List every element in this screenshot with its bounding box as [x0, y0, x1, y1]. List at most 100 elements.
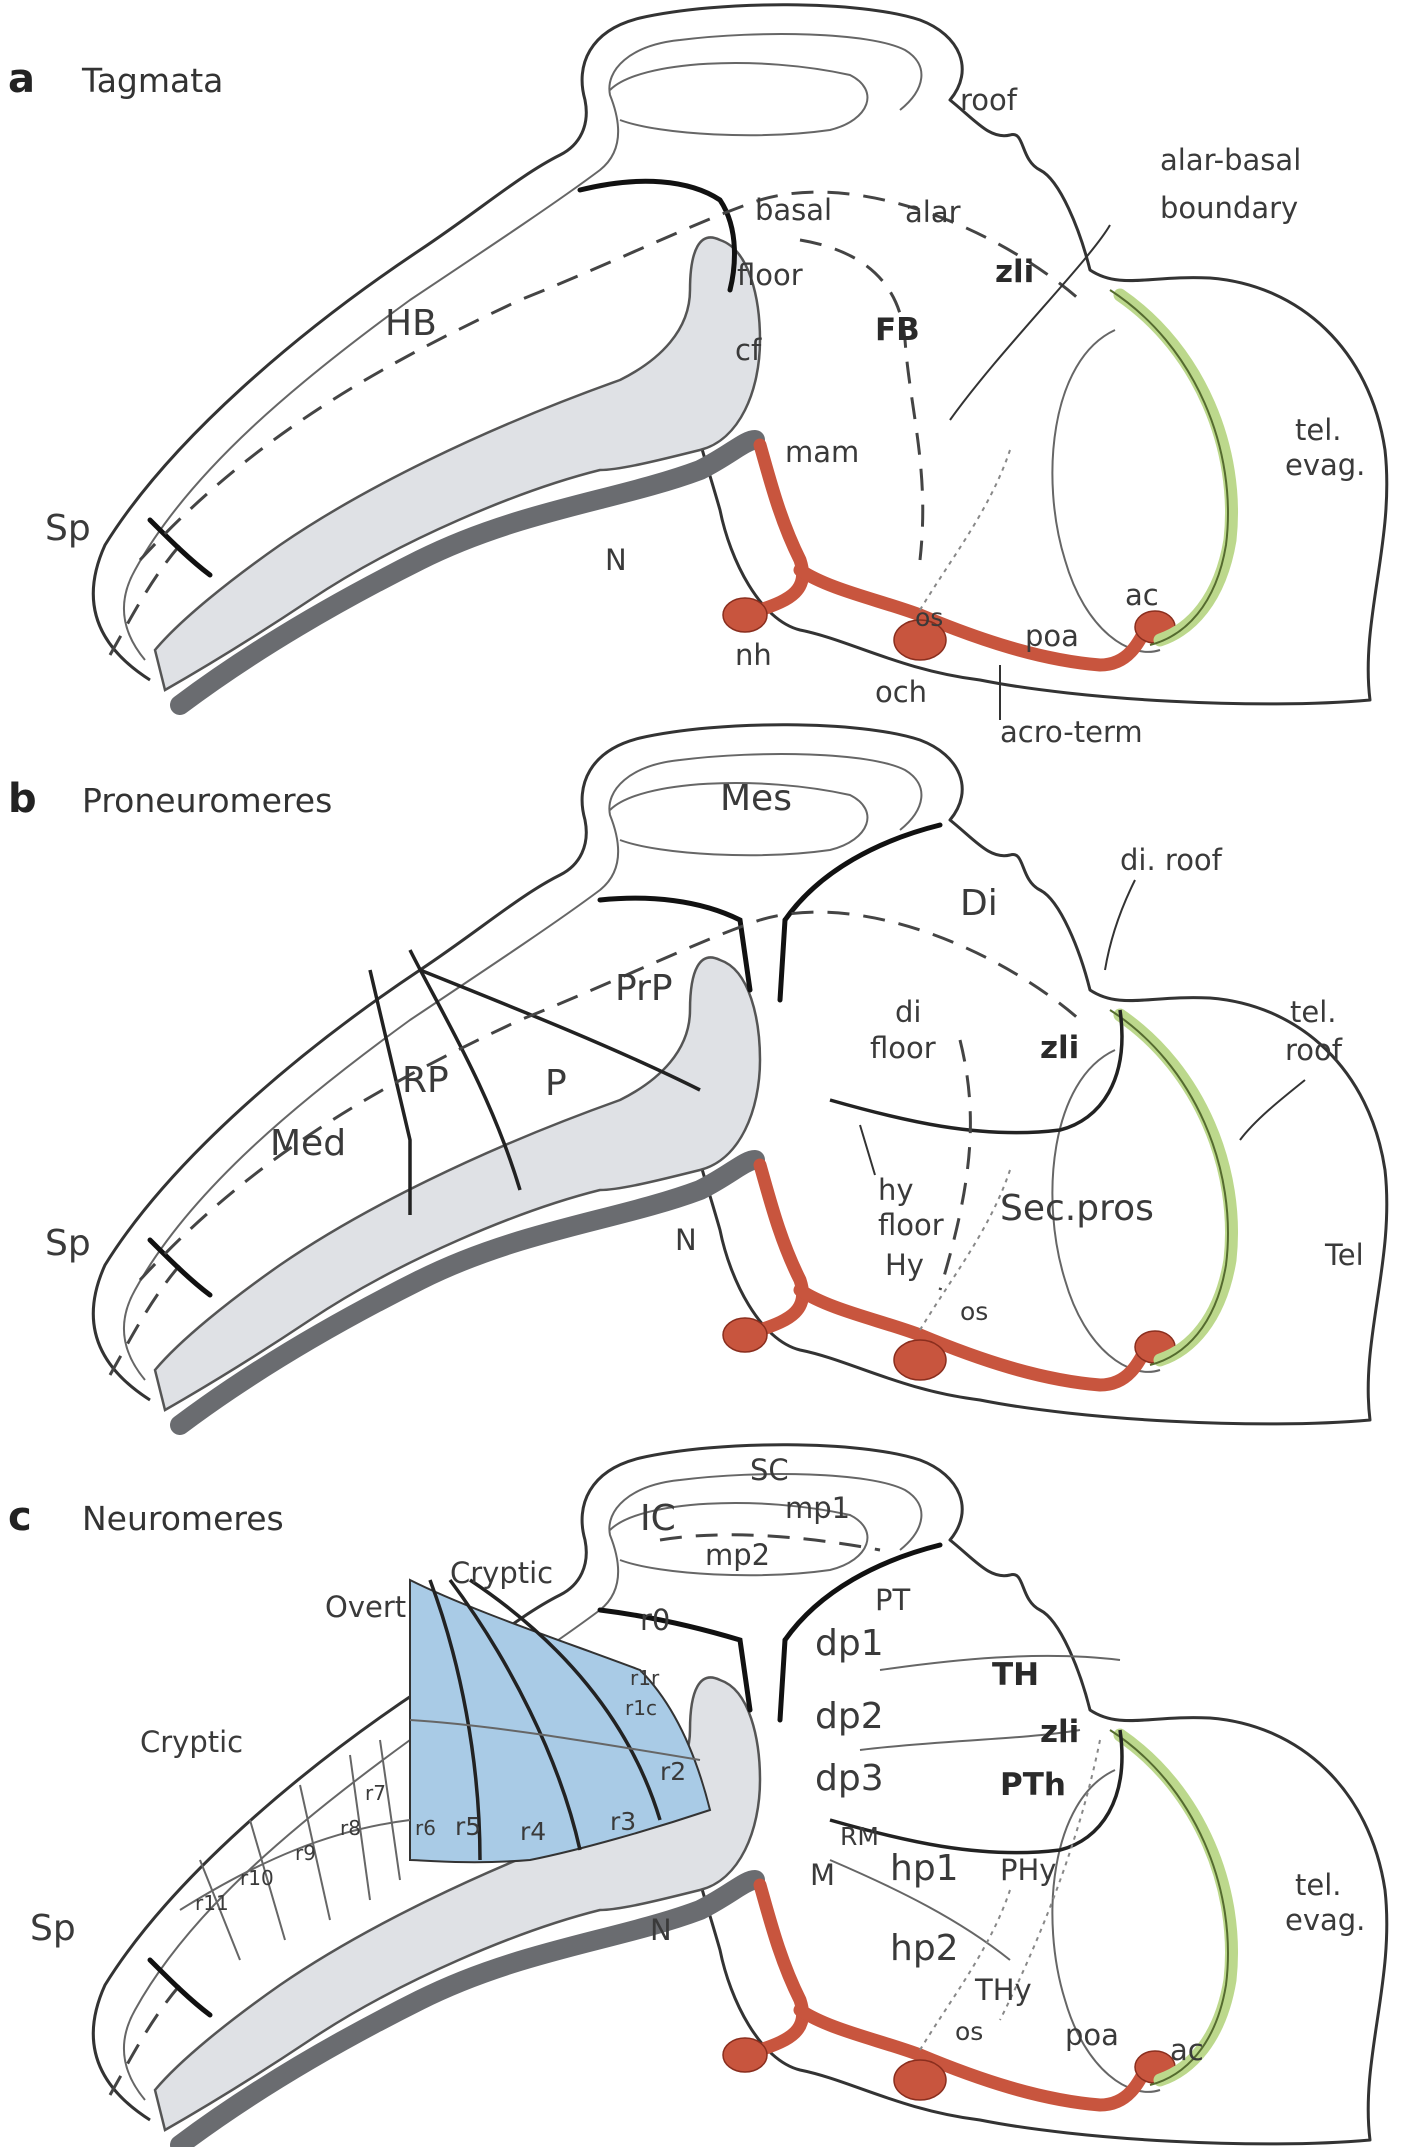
r8-boundary — [349, 1754, 371, 1901]
dp1-dp2-boundary — [879, 1654, 1121, 1671]
rp-boundary — [368, 969, 412, 1215]
label-di-floor2: floor — [870, 1031, 936, 1065]
sp-boundary — [147, 517, 213, 578]
label-r2: r2 — [660, 1757, 686, 1786]
label-zli: zli — [1040, 1714, 1079, 1750]
label-hp1: hp1 — [890, 1848, 959, 1889]
label-cryptic-top: Cryptic — [450, 1556, 553, 1590]
label-os: os — [915, 603, 943, 632]
alar-basal-dash — [138, 910, 1081, 1282]
mes-di-boundary — [782, 1542, 943, 1643]
panel-c-letter: c — [8, 1494, 32, 1540]
label-di: Di — [960, 883, 998, 924]
label-evag: evag. — [1285, 1903, 1365, 1937]
label-os: os — [955, 2017, 983, 2046]
cryptic-alar-basal — [179, 1819, 411, 1911]
isthmus-boundary — [777, 917, 788, 1003]
label-fb: FB — [875, 312, 920, 348]
label-dp1: dp1 — [815, 1623, 884, 1664]
label-th: TH — [992, 1657, 1039, 1693]
label-med: Med — [270, 1123, 346, 1164]
hp1-hp2-boundary — [829, 1859, 1011, 1961]
mes-boundary-left — [597, 895, 753, 993]
zli-dash — [799, 238, 925, 561]
tel-roof-leader — [1239, 1079, 1306, 1141]
hy-floor-leader — [859, 1124, 876, 1176]
label-hy: Hy — [885, 1248, 924, 1282]
panel-a-letter: a — [8, 56, 35, 102]
label-acro-term: acro-term — [1000, 715, 1143, 749]
sp-boundary — [147, 1957, 213, 2018]
panel-c: c Neuromeres SC mp1 IC mp2 Cryptic PT Ov… — [8, 1445, 1387, 2145]
label-p: P — [545, 1063, 567, 1104]
alar-basal-dash — [138, 190, 1081, 562]
mes-di-boundary — [782, 822, 943, 923]
label-boundary: boundary — [1160, 191, 1298, 225]
panel-a-title: Tagmata — [81, 61, 223, 100]
r-alar-basal — [409, 1719, 701, 1761]
os-dotted — [919, 1889, 1011, 2051]
label-och: och — [875, 675, 927, 709]
sp-boundary — [147, 1237, 213, 1298]
r3-boundary — [469, 1578, 662, 1821]
label-sp: Sp — [30, 1908, 76, 1949]
panel-c-title: Neuromeres — [82, 1499, 284, 1538]
label-tel-roof2: roof — [1285, 1033, 1343, 1067]
label-sc: SC — [750, 1453, 789, 1487]
label-evag: evag. — [1285, 448, 1365, 482]
r11-boundary — [199, 1859, 241, 1961]
label-r9: r9 — [295, 1841, 316, 1865]
label-hy-floor: hy — [878, 1173, 914, 1207]
label-nh: nh — [735, 638, 772, 672]
label-cf: cf — [735, 333, 762, 367]
label-pt: PT — [875, 1583, 910, 1617]
label-thy: THy — [974, 1973, 1032, 2007]
zli-boundary — [829, 1729, 1124, 1855]
label-r1r: r1r — [630, 1666, 660, 1690]
acro-dotted — [919, 449, 1011, 611]
isthmus-boundary — [597, 1607, 753, 1713]
label-r1c: r1c — [625, 1696, 657, 1720]
label-zli: zli — [1040, 1030, 1079, 1066]
label-ac: ac — [1170, 2033, 1204, 2067]
label-zli: zli — [995, 254, 1034, 290]
hypothalamus-dotted — [999, 1739, 1101, 2021]
alar-basal-leader — [949, 224, 1111, 421]
label-prp: PrP — [615, 968, 673, 1009]
r9-boundary — [299, 1784, 331, 1921]
sec-pros-dash — [938, 1039, 972, 1291]
label-di-floor: di — [895, 995, 921, 1029]
label-poa: poa — [1025, 619, 1079, 653]
label-hy-floor2: floor — [878, 1208, 944, 1242]
label-rm: RM — [840, 1822, 879, 1851]
label-r7: r7 — [365, 1781, 386, 1805]
label-tel-roof: tel. — [1290, 995, 1337, 1029]
label-ac: ac — [1125, 578, 1159, 612]
label-tel: Tel — [1324, 1238, 1364, 1272]
label-roof: roof — [960, 83, 1018, 117]
panel-a: a Tagmata roof alar-basal boundary basal… — [8, 5, 1387, 749]
label-floor: floor — [737, 258, 803, 292]
label-n: N — [605, 543, 627, 577]
os-dotted — [919, 1169, 1011, 1331]
label-mam: mam — [785, 435, 859, 469]
label-m: M — [810, 1858, 835, 1892]
panel-b: b Proneuromeres Mes Di di. roof PrP di f… — [8, 725, 1387, 1425]
label-n: N — [650, 1913, 672, 1947]
label-tel: tel. — [1295, 1868, 1342, 1902]
p-boundary — [408, 949, 522, 1191]
label-pth: PTh — [1000, 1767, 1066, 1803]
label-r5: r5 — [455, 1812, 481, 1841]
label-r8: r8 — [340, 1816, 361, 1840]
label-di-roof: di. roof — [1120, 843, 1223, 877]
label-r11: r11 — [195, 1891, 229, 1915]
label-basal: basal — [755, 193, 832, 227]
label-r3: r3 — [610, 1807, 636, 1836]
label-alar: alar — [905, 195, 961, 229]
r5-boundary — [428, 1579, 482, 1861]
label-overt: Overt — [325, 1590, 406, 1624]
label-r10: r10 — [240, 1866, 274, 1890]
prp-boundary — [419, 968, 701, 1092]
dp2-dp3-boundary — [859, 1729, 1081, 1751]
